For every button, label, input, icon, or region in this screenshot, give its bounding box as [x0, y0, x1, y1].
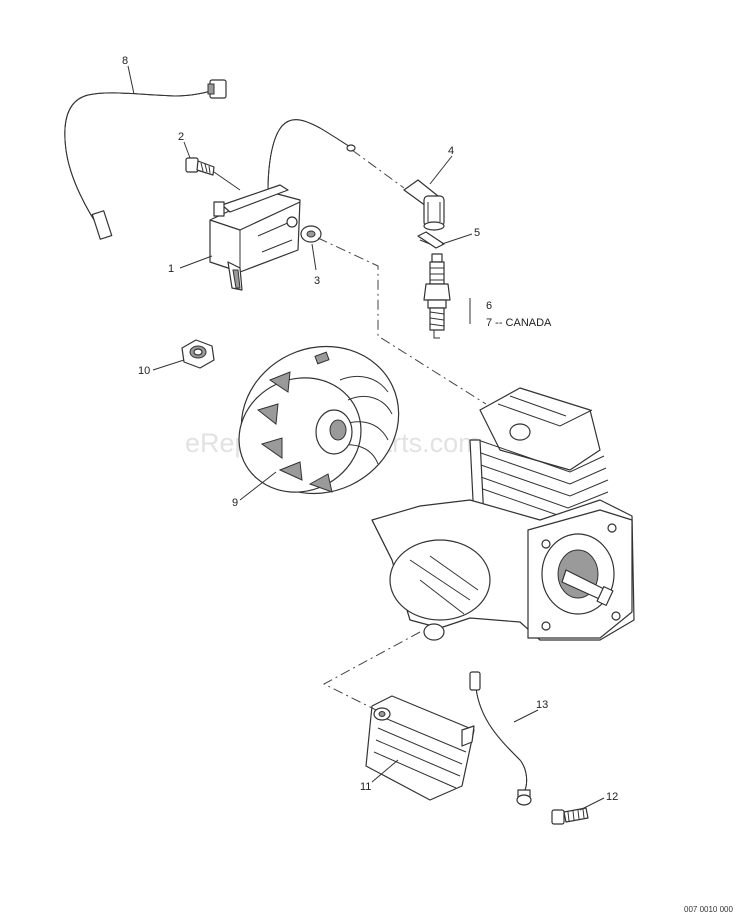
part-10-nut — [181, 339, 215, 369]
part-12-screw — [551, 807, 589, 825]
callout-9: 9 — [232, 497, 238, 509]
callout-labels: 8 2 1 3 4 5 6 7 -- CANADA 10 9 11 13 12 — [122, 55, 618, 803]
part-1-ignition-coil — [209, 119, 356, 291]
callout-12: 12 — [606, 791, 618, 803]
callout-11: 11 — [360, 781, 371, 793]
footer-code: 007 0010 000 — [684, 905, 733, 914]
part-3-washer — [300, 225, 322, 243]
part-4-plug-cap — [403, 179, 445, 231]
assembly-line-coil-to-block — [317, 237, 487, 405]
engine-block — [371, 387, 635, 641]
callout-3: 3 — [314, 275, 320, 287]
part-5-spring — [417, 231, 445, 249]
part-13-lead-wire — [469, 671, 532, 806]
callout-1: 1 — [168, 263, 174, 275]
part-9-flywheel — [238, 345, 400, 495]
callout-7-canada: 7 -- CANADA — [486, 317, 552, 329]
callout-5: 5 — [474, 227, 480, 239]
callout-2: 2 — [178, 131, 184, 143]
leader-lines — [127, 65, 605, 811]
part-6-7-spark-plug — [423, 253, 451, 339]
part-2-bolt — [185, 157, 241, 191]
part-8-wire — [64, 79, 227, 240]
callout-6: 6 — [486, 300, 492, 312]
callout-4: 4 — [448, 145, 454, 157]
assembly-line-cap-to-lead — [351, 149, 405, 189]
assembly-line-block-to-module — [322, 631, 421, 711]
part-11-module — [365, 695, 475, 801]
callout-10: 10 — [138, 365, 150, 377]
callout-13: 13 — [536, 699, 548, 711]
callout-8: 8 — [122, 55, 128, 67]
